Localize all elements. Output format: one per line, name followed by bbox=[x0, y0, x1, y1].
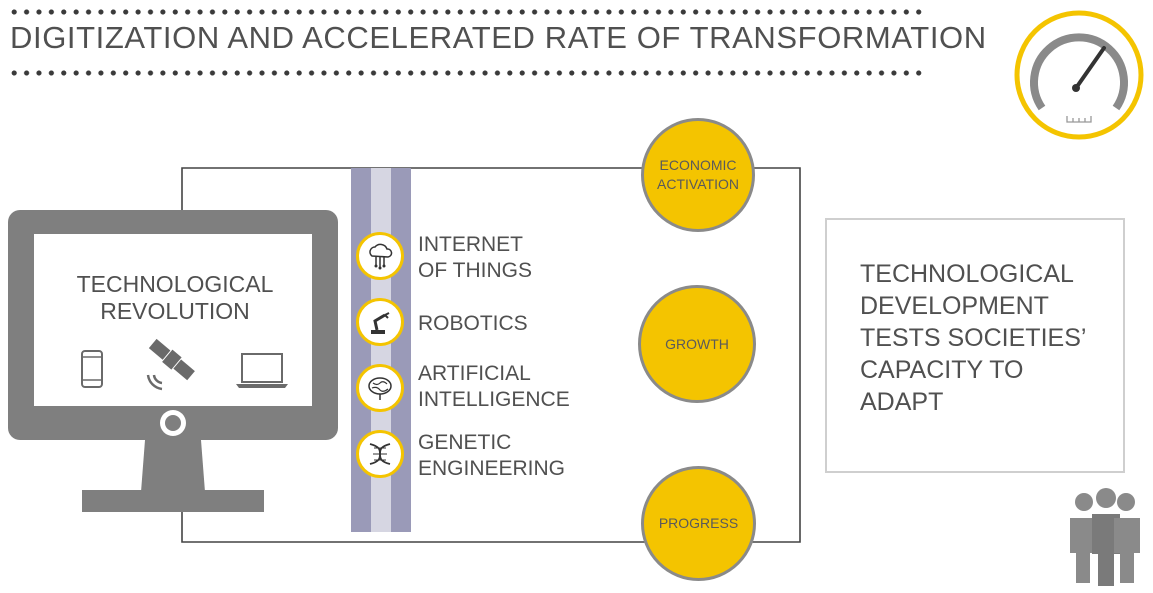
outcome-growth: GROWTH bbox=[638, 285, 756, 403]
outcome-progress: PROGRESS bbox=[641, 466, 756, 581]
conclusion-box bbox=[825, 218, 1125, 473]
page-title: DIGITIZATION AND ACCELERATED RATE OF TRA… bbox=[10, 20, 987, 55]
tech-item-robotics bbox=[356, 298, 404, 346]
people-group-icon bbox=[1070, 488, 1140, 586]
cloud-network-icon bbox=[356, 232, 404, 280]
tech-label-robotics: ROBOTICS bbox=[418, 312, 528, 335]
bottom-dotted-rule bbox=[8, 70, 928, 76]
dna-icon bbox=[356, 430, 404, 478]
robot-arm-icon bbox=[356, 298, 404, 346]
brain-icon bbox=[356, 364, 404, 412]
tech-item-artificial-intelligence bbox=[356, 364, 404, 412]
smartphone-icon bbox=[81, 350, 103, 388]
top-dotted-rule bbox=[8, 9, 928, 15]
satellite-icon bbox=[146, 338, 195, 391]
tech-item-internet-of-things bbox=[356, 232, 404, 280]
conclusion-text: TECHNOLOGICAL DEVELOPMENT TESTS SOCIETIE… bbox=[860, 260, 1087, 416]
speedometer-icon bbox=[1014, 10, 1144, 140]
laptop-icon bbox=[236, 353, 288, 388]
technological-revolution-label: TECHNOLOGICAL REVOLUTION bbox=[76, 271, 274, 324]
tech-item-genetic-engineering bbox=[356, 430, 404, 478]
